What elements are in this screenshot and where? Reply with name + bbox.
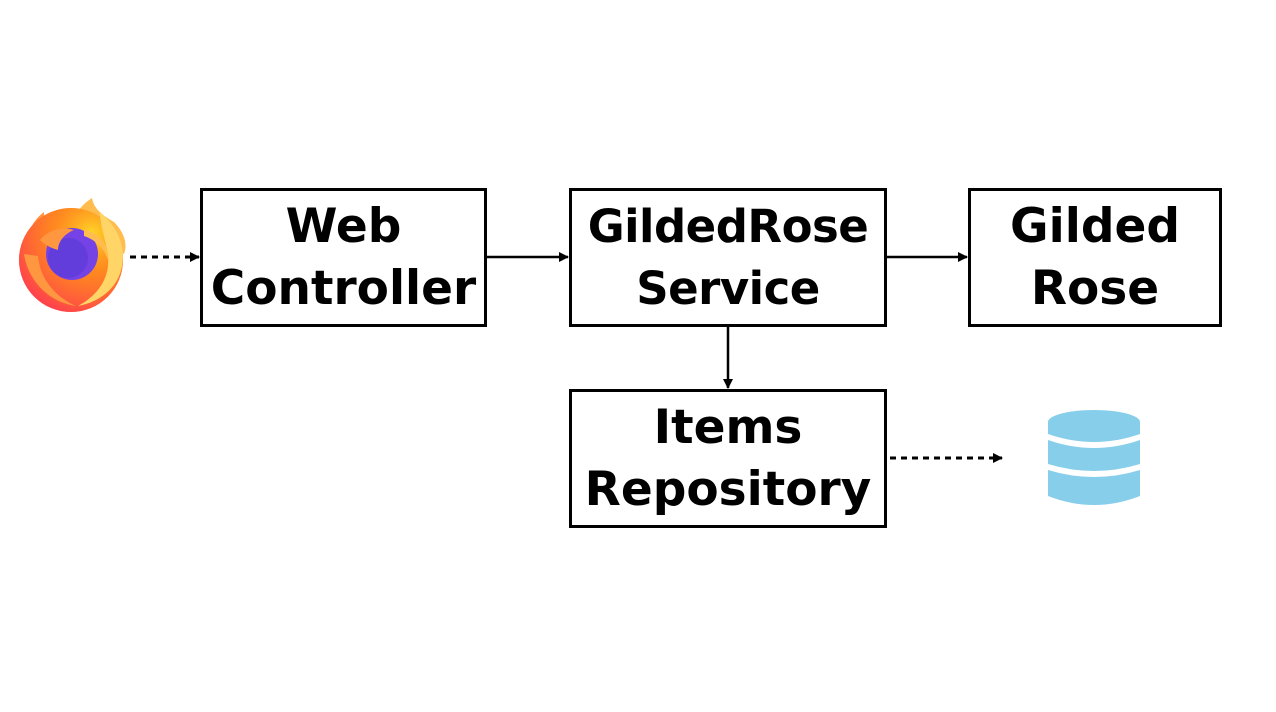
items-repository-label-line1: Items [653,399,803,455]
items-repository-node: Items Repository [569,389,887,528]
gildedrose-service-node: GildedRose Service [569,188,887,327]
gilded-rose-label-line1: Gilded [1010,198,1180,254]
gilded-rose-label-line2: Rose [1030,260,1160,316]
gildedrose-service-label-line1: GildedRose [587,199,869,253]
items-repository-label-line2: Repository [584,461,872,517]
firefox-icon [19,198,126,312]
gildedrose-service-label-line2: Service [636,261,820,315]
web-controller-label-line1: Web [285,198,402,254]
web-controller-label-line2: Controller [210,260,477,316]
gilded-rose-node: Gilded Rose [968,188,1222,327]
web-controller-node: Web Controller [200,188,487,327]
database-icon [1048,410,1140,505]
